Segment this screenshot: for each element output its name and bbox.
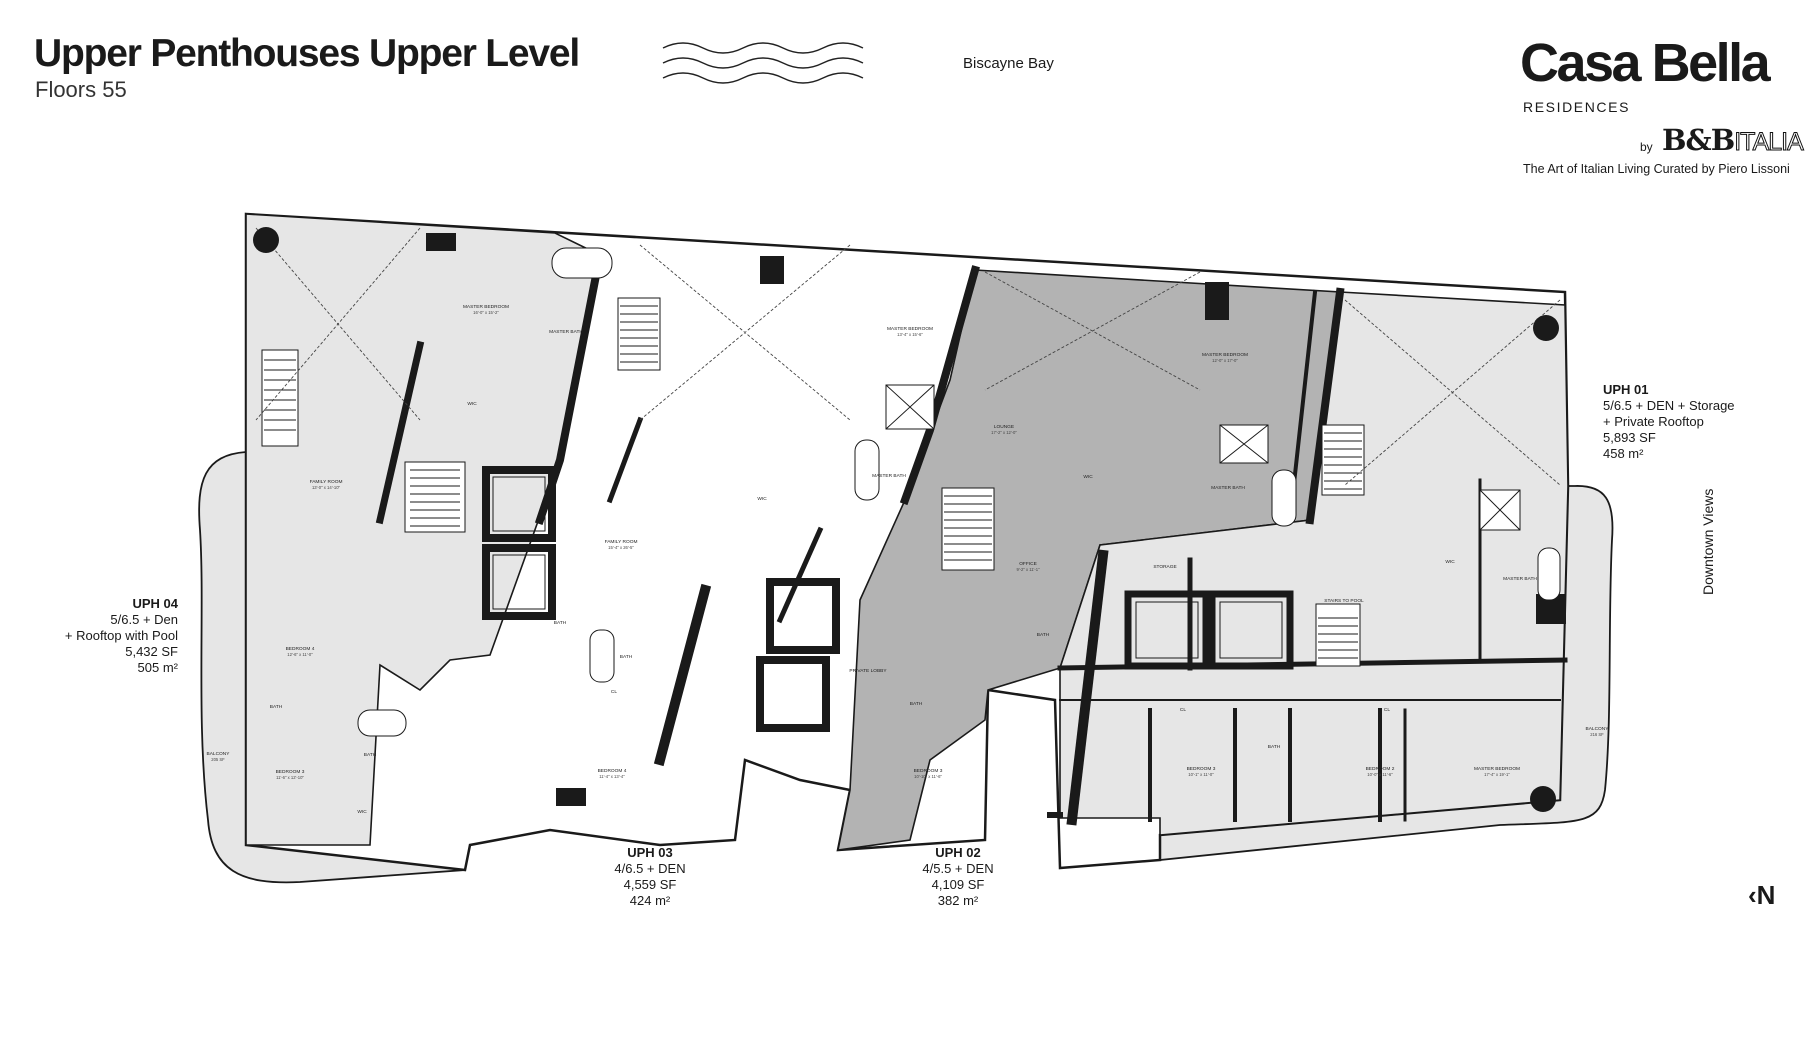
unit-info-uph01: UPH 01 5/6.5 + DEN + Storage + Private R… [1603,382,1763,462]
uph03-bath-label: BATH [554,620,567,626]
uph01-stairs-label: STAIRS TO POOL [1324,598,1364,604]
uph01-bed3-dim: 10'-1" x 11'-0" [1188,772,1214,777]
brand-tagline: The Art of Italian Living Curated by Pie… [1523,162,1790,176]
unit-sf: 5,893 SF [1603,430,1656,445]
page-subtitle: Floors 55 [35,77,127,102]
uph01-cl-label: CL [1180,707,1186,713]
unit-info-uph02: UPH 02 4/5.5 + DEN 4,109 SF 382 m² [908,845,1008,909]
uph01-master-label: MASTER BEDROOM [1474,766,1520,772]
uph03-wic-label: WIC [757,496,767,502]
elevator-cores [482,466,1294,732]
stairs [261,297,1365,667]
bay-label: Biscayne Bay [963,55,1054,72]
uph04-bed4-label: BEDROOM 4 [286,646,315,652]
partner-logo: B&BITALIA [1662,123,1805,159]
uph04-bath2-label: BATH [364,752,377,758]
unit-info-uph03: UPH 03 4/6.5 + DEN 4,559 SF 424 m² [600,845,700,909]
bath-fixtures [357,247,1561,737]
uph01-storage-label: STORAGE [1153,564,1176,570]
uph01-balcony-label: BALCONY [1586,726,1610,732]
uph03-family-dim: 15'-4" x 26'-5" [608,545,634,550]
uph04-wic2-label: WIC [357,809,367,815]
uph02-master-bath-label: MASTER BATH [1211,485,1245,491]
uph01-bed2-label: BEDROOM 2 [1366,766,1395,772]
page-title: Upper Penthouses Upper Level [34,32,580,75]
uph02-office-dim: 9'-2" x 11'-1" [1016,567,1040,572]
uph01-bath-label: BATH [1268,744,1281,750]
uph02-master-label: MASTER BEDROOM [1202,352,1248,358]
uph03-master-label: MASTER BEDROOM [887,326,933,332]
uph04-bed3-label: BEDROOM 3 [276,769,305,775]
downtown-views-label: Downtown Views [1700,488,1716,595]
unit-extra: + Rooftop with Pool [64,628,178,643]
uph04-balcony-label: BALCONY [207,751,231,757]
water-waves-icon [662,42,864,84]
uph04-bed3-dim: 11'-6" x 12'-10" [276,775,304,780]
uph02-private-lobby-label: PRIVATE LOBBY [849,668,887,674]
partner-logo-b: ITALIA [1734,128,1805,157]
uph01-bed2-dim: 10'-0" x 11'-6" [1367,772,1393,777]
unit-sf: 5,432 SF [125,644,178,659]
uph02-lounge-label: LOUNGE [994,424,1014,430]
unit-name: UPH 04 [132,596,178,611]
uph02-bath-label: BATH [1037,632,1050,638]
brand-subtitle: RESIDENCES [1523,99,1631,115]
uph03-cl-label: CL [611,689,617,695]
uph04-master-dim: 16'-0" x 15'-2" [473,310,499,315]
uph01-master-dim: 17'-4" x 19'-1" [1484,772,1510,777]
open-to-below-markers [255,227,1561,486]
uph04-balcony [198,451,472,884]
uph03-bed4-label: BEDROOM 4 [598,768,627,774]
unit-name: UPH 02 [935,845,981,860]
partner-logo-a: B&B [1662,123,1735,157]
uph04-master-bath-label: MASTER BATH [549,329,583,335]
north-arrow-icon: ‹N [1748,880,1776,910]
unit-m2: 424 m² [629,893,671,908]
uph04-bath-label: BATH [270,704,283,710]
uph01-balcony-sf: 216 SF [1590,732,1604,737]
unit-m2: 458 m² [1603,446,1644,461]
unit-m2: 505 m² [137,660,178,675]
uph02-office-label: OFFICE [1019,561,1037,567]
uph02-wic-label: WIC [1083,474,1093,480]
uph03-family-label: FAMILY ROOM [605,539,638,545]
uph04-balcony-sf: 205 SF [211,757,225,762]
uph01-bed3-label: BEDROOM 3 [1187,766,1216,772]
uph01-cl2-label: CL [1384,707,1390,713]
uph02-bed3-label: BEDROOM 3 [914,768,943,774]
unit-m2: 382 m² [937,893,979,908]
uph04-wic-label: WIC [467,401,477,407]
uph01-wic-label: WIC [1445,559,1455,565]
unit-sf: 4,559 SF [623,877,677,892]
unit-sf: 4,109 SF [931,877,985,892]
uph02-master-dim: 12'-0" x 17'-0" [1212,358,1238,363]
uph04-master-label: MASTER BEDROOM [463,304,509,310]
uph03-bath2-label: BATH [620,654,633,660]
uph04-family-label: FAMILY ROOM [310,479,343,485]
uph04-bed4-dim: 12'-6" x 11'-0" [287,652,313,657]
unit-extra: + Private Rooftop [1603,414,1704,429]
uph02-lounge-dim: 17'-2" x 12'-0" [991,430,1017,435]
unit-type: 5/6.5 + DEN + Storage [1603,398,1735,413]
uph01-master-bath-label: MASTER BATH [1503,576,1537,582]
uph02-bath2-label: BATH [910,701,923,707]
room-labels: MASTER BEDROOM 16'-0" x 15'-2" MASTER BA… [207,304,1610,815]
unit-type: 4/5.5 + DEN [922,861,994,876]
uph03-bed4-dim: 11'-4" x 13'-4" [599,774,625,779]
uph02-bed3-dim: 10'-10" x 11'-6" [914,774,942,779]
brand-by: by [1640,140,1653,154]
uph04-family-dim: 13'-0" x 14'-10" [312,485,341,490]
uph03-master-dim: 13'-4" x 15'-6" [897,332,923,337]
unit-type: 5/6.5 + Den [110,612,178,627]
uph03-master-bath-label: MASTER BATH [872,473,906,479]
brand-logo: Casa Bella [1520,33,1771,93]
unit-info-uph04: UPH 04 5/6.5 + Den + Rooftop with Pool 5… [58,596,178,676]
unit-name: UPH 03 [627,845,673,860]
unit-name: UPH 01 [1603,382,1649,397]
structural-walls [375,250,1568,826]
unit-type: 4/6.5 + DEN [614,861,686,876]
